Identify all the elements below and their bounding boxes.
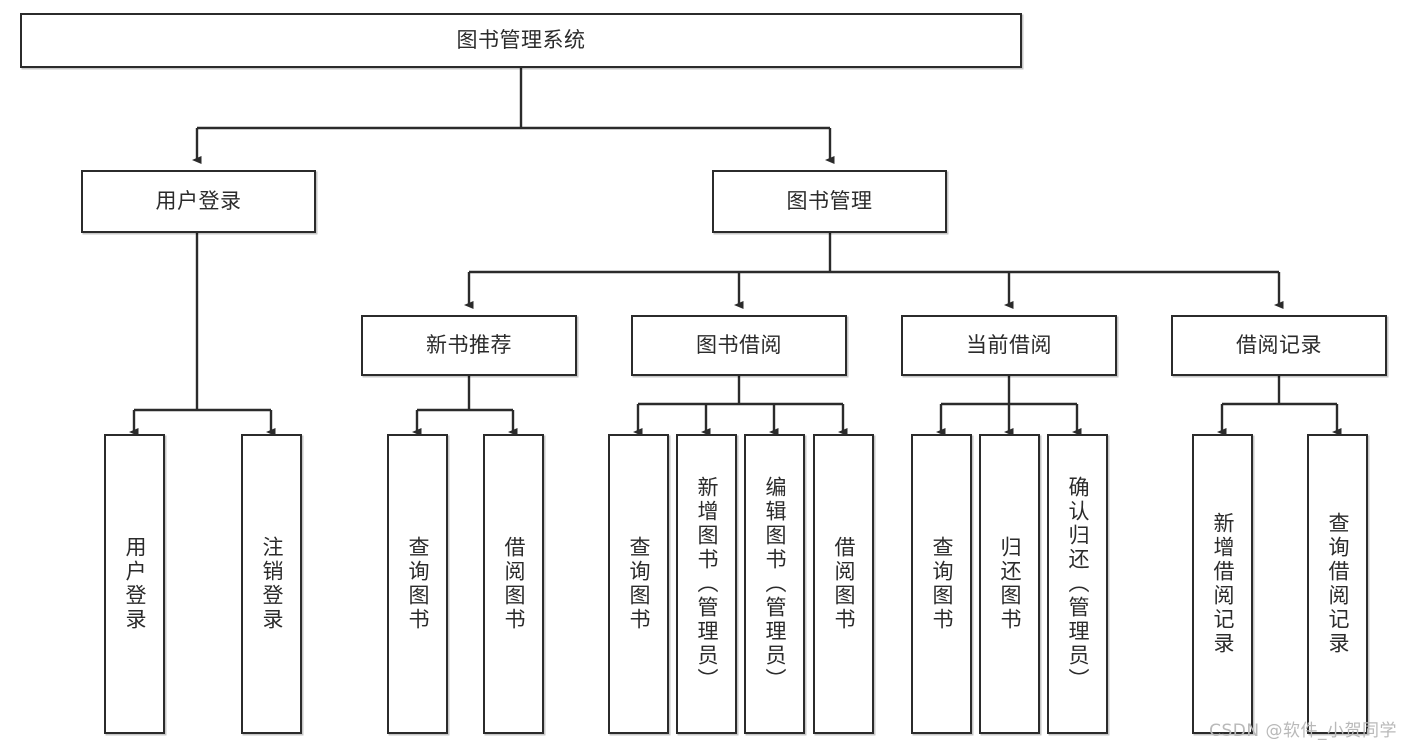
node-book-manage-label: 图书管理 <box>786 189 873 214</box>
leaf-user-login-label: 用户登录 <box>123 536 147 632</box>
node-borrow-record-label: 借阅记录 <box>1236 333 1322 358</box>
leaf-add-record-label: 新增借阅记录 <box>1211 512 1235 656</box>
leaf-query-record[interactable]: 查询借阅记录 <box>1307 434 1368 734</box>
leaf-edit-book-label: 编辑图书（管理员） <box>763 476 787 692</box>
node-new-book-rec[interactable]: 新书推荐 <box>361 315 577 376</box>
leaf-borrow-book-2[interactable]: 借阅图书 <box>813 434 874 734</box>
leaf-add-book[interactable]: 新增图书（管理员） <box>676 434 737 734</box>
leaf-query-record-label: 查询借阅记录 <box>1326 512 1350 656</box>
leaf-logout-label: 注销登录 <box>260 536 284 632</box>
leaf-return-book-label: 归还图书 <box>998 536 1022 632</box>
node-user-login[interactable]: 用户登录 <box>81 170 316 233</box>
leaf-confirm-return[interactable]: 确认归还（管理员） <box>1047 434 1108 734</box>
leaf-edit-book[interactable]: 编辑图书（管理员） <box>744 434 805 734</box>
leaf-query-book-2-label: 查询图书 <box>627 536 651 632</box>
node-book-borrow[interactable]: 图书借阅 <box>631 315 847 376</box>
node-borrow-record[interactable]: 借阅记录 <box>1171 315 1387 376</box>
leaf-return-book[interactable]: 归还图书 <box>979 434 1040 734</box>
leaf-query-book-3-label: 查询图书 <box>930 536 954 632</box>
leaf-query-book-2[interactable]: 查询图书 <box>608 434 669 734</box>
node-book-manage[interactable]: 图书管理 <box>712 170 947 233</box>
node-book-borrow-label: 图书借阅 <box>696 333 782 358</box>
node-new-book-rec-label: 新书推荐 <box>426 333 512 358</box>
leaf-borrow-book-1[interactable]: 借阅图书 <box>483 434 544 734</box>
leaf-confirm-return-label: 确认归还（管理员） <box>1066 476 1090 692</box>
leaf-query-book-1-label: 查询图书 <box>406 536 430 632</box>
leaf-borrow-book-1-label: 借阅图书 <box>502 536 526 632</box>
leaf-logout[interactable]: 注销登录 <box>241 434 302 734</box>
node-user-login-label: 用户登录 <box>155 189 242 214</box>
node-root-label: 图书管理系统 <box>456 28 586 53</box>
node-current-borrow[interactable]: 当前借阅 <box>901 315 1117 376</box>
leaf-add-book-label: 新增图书（管理员） <box>695 476 719 692</box>
node-current-borrow-label: 当前借阅 <box>966 333 1052 358</box>
leaf-borrow-book-2-label: 借阅图书 <box>832 536 856 632</box>
leaf-user-login[interactable]: 用户登录 <box>104 434 165 734</box>
node-root[interactable]: 图书管理系统 <box>20 13 1022 68</box>
leaf-query-book-3[interactable]: 查询图书 <box>911 434 972 734</box>
leaf-add-record[interactable]: 新增借阅记录 <box>1192 434 1253 734</box>
leaf-query-book-1[interactable]: 查询图书 <box>387 434 448 734</box>
